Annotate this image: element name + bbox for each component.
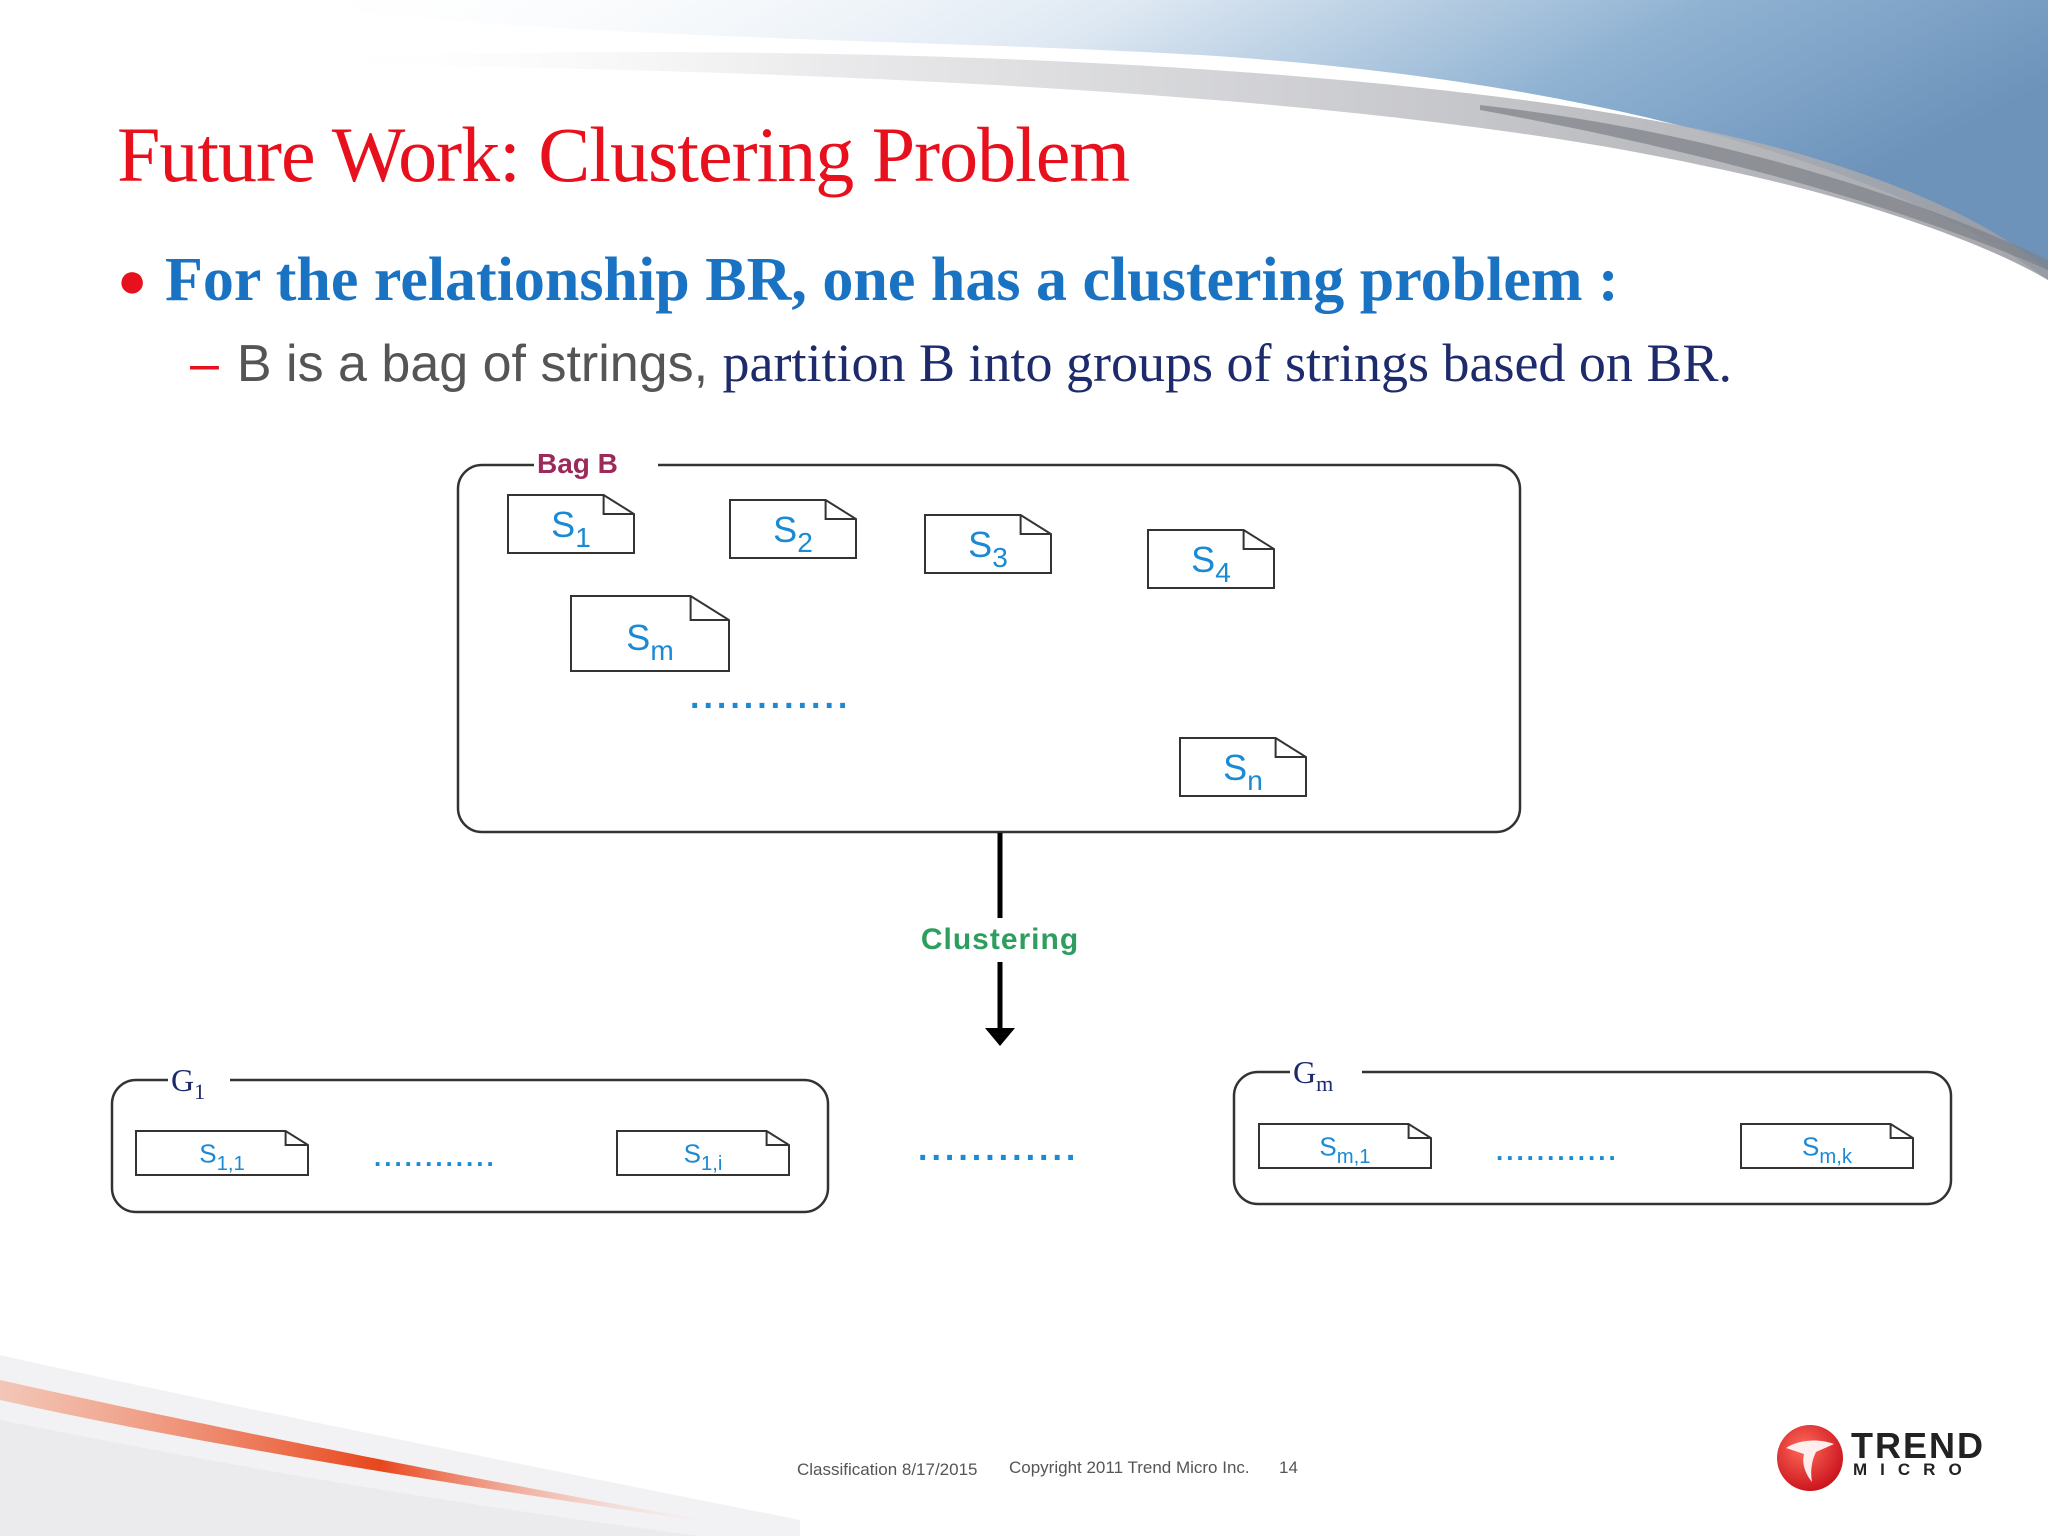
bullet-lead-text: For the relationship	[165, 246, 706, 314]
document-icon	[1740, 1123, 1914, 1169]
string-label: Sm	[626, 617, 673, 666]
bag-string-s2: S2	[729, 499, 857, 559]
sub-bullet: –B is a bag of strings, partition B into…	[190, 332, 1732, 394]
document-icon	[1147, 529, 1275, 589]
string-label: Sn	[1223, 747, 1263, 796]
sub-bullet-part1: B is a bag of strings,	[236, 335, 723, 393]
string-label: S1,i	[684, 1139, 723, 1175]
group-gm-container	[1232, 1070, 1953, 1206]
document-fold-icon	[1242, 530, 1274, 550]
document-fold-icon	[1019, 515, 1051, 535]
sub-bullet-end: .	[1718, 333, 1732, 393]
document-fold-icon	[602, 495, 634, 515]
logo-text-micro: MICRO	[1853, 1460, 1975, 1479]
br-symbol-small: BR	[1646, 333, 1719, 393]
string-label: Sm,k	[1802, 1132, 1853, 1168]
sky-banner	[250, 0, 2048, 280]
bag-ellipsis: ............	[690, 678, 851, 716]
string-label: S1,1	[199, 1139, 245, 1175]
document-icon	[1179, 737, 1307, 797]
main-bullet: ● For the relationship BR, one has a clus…	[117, 245, 1619, 316]
trend-micro-logo	[1777, 1425, 1843, 1491]
string-label: S3	[968, 524, 1008, 573]
string-s-m-k: Sm,k	[1740, 1123, 1914, 1169]
document-fold-icon	[689, 596, 729, 621]
group-gm: Gm ............	[1232, 1054, 1953, 1206]
bag-string-s1: S1	[507, 494, 635, 554]
logo-text-trend: TREND	[1851, 1425, 1985, 1466]
string-label: S2	[773, 509, 813, 558]
bullet-dot: ●	[117, 251, 148, 308]
group-strings: S1,1 S1,i Sm,1 Sm,k	[135, 1123, 1914, 1176]
group-gm-label: Gm	[1293, 1054, 1333, 1096]
sub-bullet-part2: partition B into groups of strings based…	[722, 333, 1647, 393]
group-g1-ellipsis: ............	[374, 1142, 497, 1172]
document-fold-icon	[765, 1131, 789, 1146]
clustering-arrow-head	[985, 1028, 1015, 1046]
document-icon	[135, 1130, 309, 1176]
string-label: S1	[551, 504, 591, 553]
bag-string-sn: Sn	[1179, 737, 1307, 797]
document-icon	[570, 595, 730, 672]
group-gm-ellipsis: ............	[1496, 1136, 1619, 1166]
document-icon	[507, 494, 635, 554]
document-icon	[1258, 1123, 1432, 1169]
bag-string-s4: S4	[1147, 529, 1275, 589]
document-icon	[616, 1130, 790, 1176]
br-symbol: BR	[705, 246, 792, 314]
group-g1-container	[110, 1078, 830, 1214]
footer-copyright: Copyright 2011 Trend Micro Inc.	[1009, 1458, 1250, 1477]
string-label: Sm,1	[1319, 1132, 1370, 1168]
footer-classification: Classification 8/17/2015	[797, 1460, 978, 1479]
footer-page-number: 14	[1279, 1458, 1298, 1477]
group-g1: G1 ............	[110, 1062, 830, 1214]
sub-bullet-dash: –	[190, 335, 219, 393]
bullet-rest-text: , one has a clustering problem :	[791, 246, 1619, 314]
group-gm-label-bg	[1290, 1056, 1362, 1088]
group-g1-label: G1	[171, 1062, 205, 1104]
document-fold-icon	[284, 1131, 308, 1146]
document-icon	[924, 514, 1052, 574]
document-icon	[729, 499, 857, 559]
clustering-label-bg	[875, 918, 1125, 962]
bag-string-s3: S3	[924, 514, 1052, 574]
document-fold-icon	[824, 500, 856, 520]
document-fold-icon	[1274, 738, 1306, 758]
string-label: S4	[1191, 539, 1231, 588]
group-g1-label-bg	[168, 1064, 230, 1096]
document-fold-icon	[1889, 1124, 1913, 1139]
bag-label-bg	[534, 448, 658, 478]
string-s-1-1: S1,1	[135, 1130, 309, 1176]
string-s-1-i: S1,i	[616, 1130, 790, 1176]
bag-label: Bag B	[537, 448, 618, 479]
string-s-m-1: Sm,1	[1258, 1123, 1432, 1169]
between-groups-ellipsis: ............	[918, 1130, 1079, 1168]
document-fold-icon	[1407, 1124, 1431, 1139]
bag-string-sm: Sm	[570, 595, 730, 672]
logo-swirl-icon	[1786, 1440, 1834, 1482]
bottom-swoosh-light	[0, 1420, 700, 1536]
slide-title: Future Work: Clustering Problem	[117, 111, 1130, 198]
clustering-label: Clustering	[921, 923, 1079, 956]
